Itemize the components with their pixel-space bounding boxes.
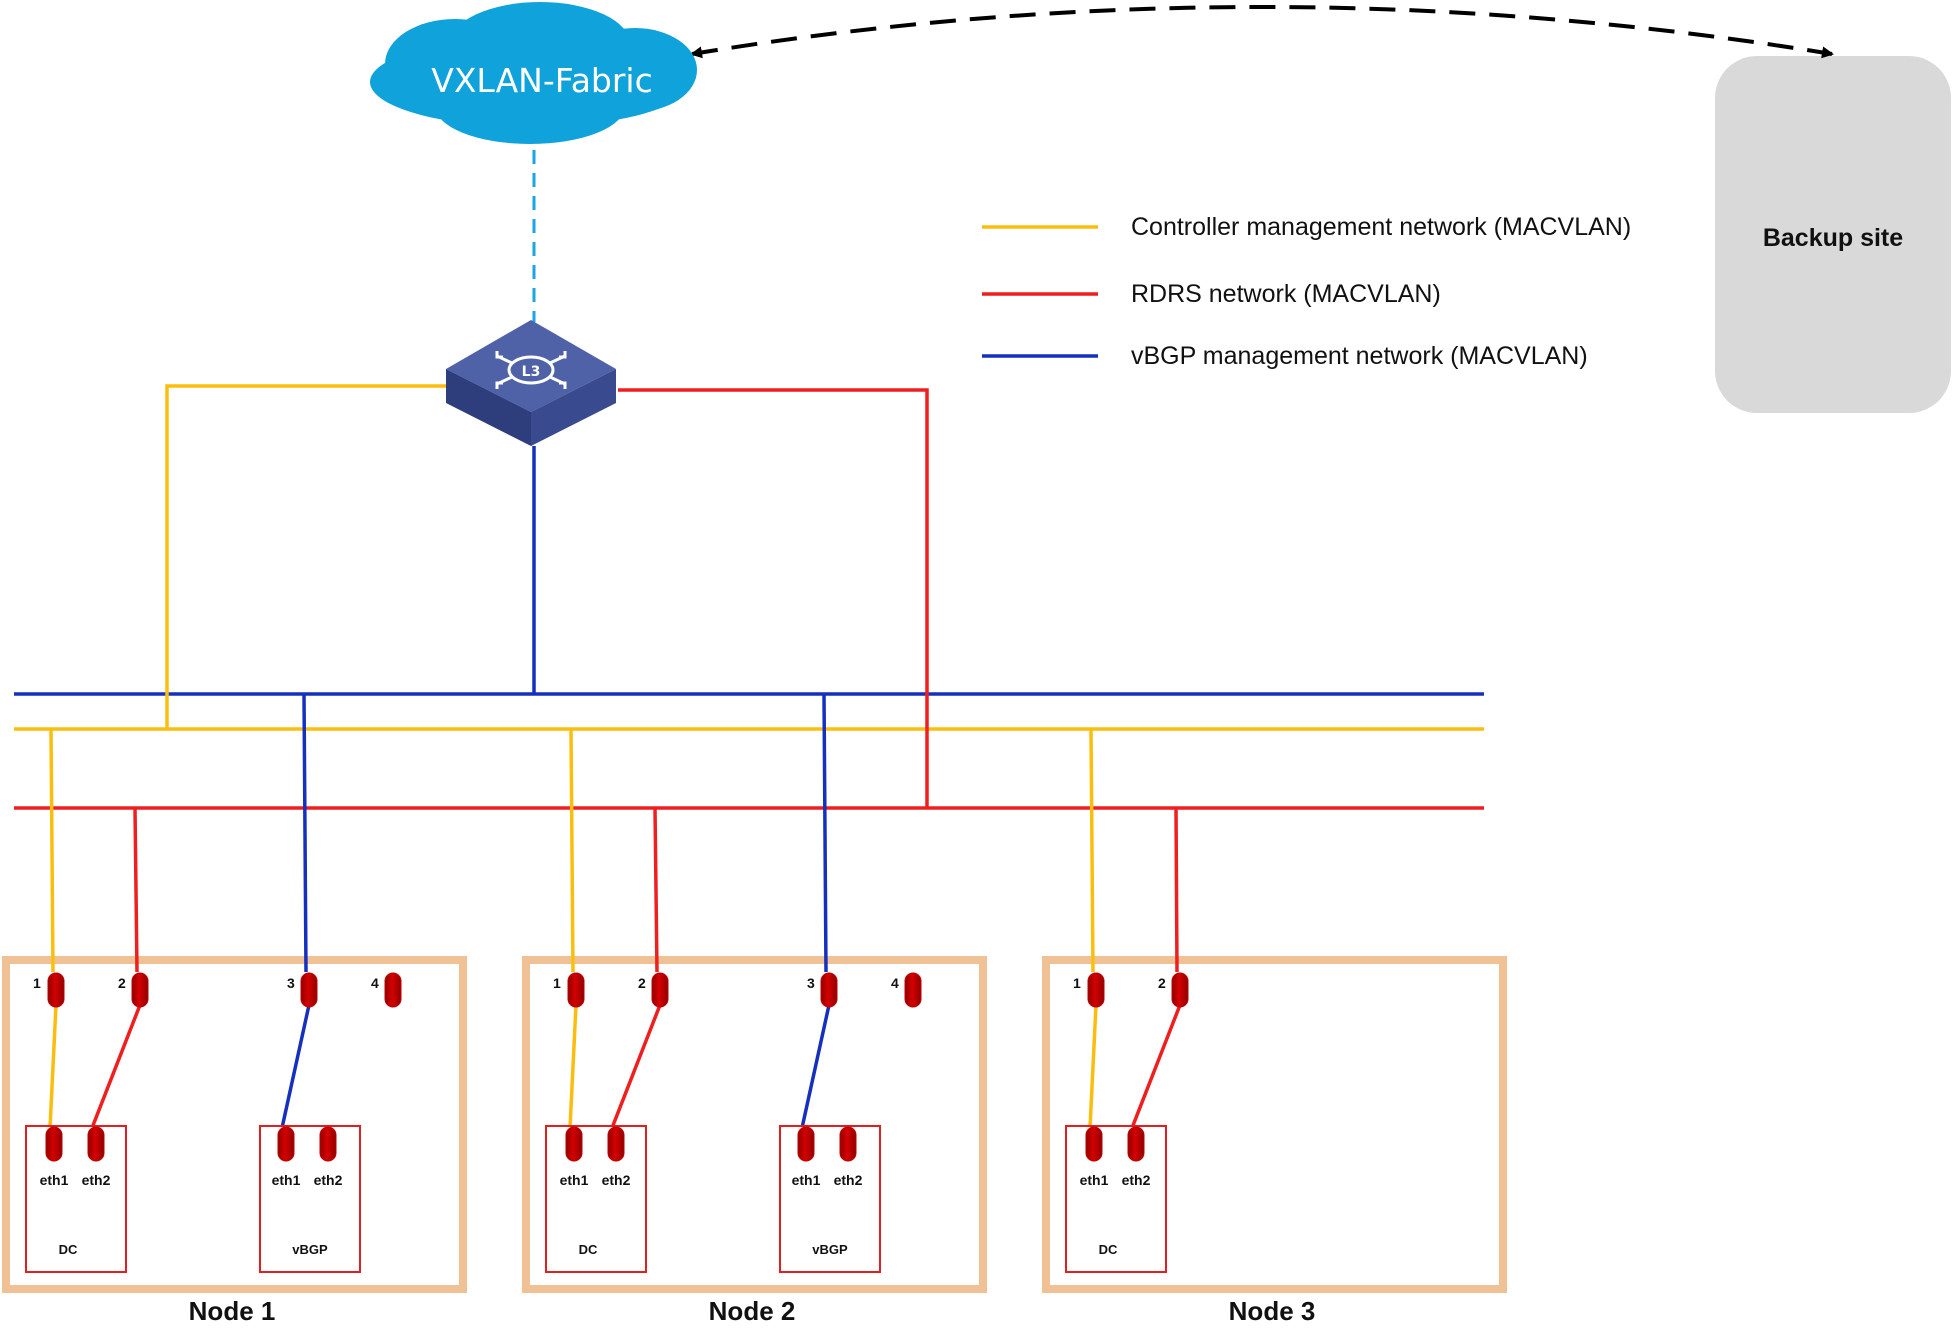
physical-port [651,972,669,1008]
eth-label: eth2 [834,1172,863,1188]
backup-site: Backup site [1715,56,1951,413]
vm-eth-port [1085,1126,1103,1162]
legend: Controller management network (MACVLAN) R… [982,213,1631,370]
vm-link [1088,1004,1098,1129]
vm-box [1065,1125,1167,1273]
vm-label: DC [59,1242,78,1257]
vm-box [779,1125,881,1273]
l3-switch-icon: L3 [495,351,567,389]
eth-label: eth1 [560,1172,589,1188]
port-number: 4 [371,975,379,991]
eth-label: eth1 [272,1172,301,1188]
node-title: Node 1 [189,1296,276,1326]
vm-box [259,1125,361,1273]
port-number: 3 [287,975,295,991]
node-title: Node 2 [709,1296,796,1326]
vm-link [610,1004,662,1129]
link-rdrs [653,807,659,973]
backup-replication-arrow [690,5,1834,59]
physical-port [820,972,838,1008]
vm-label: vBGP [292,1242,328,1257]
port-number: 2 [638,975,646,991]
vm-link [90,1004,142,1129]
vm-eth-port [319,1126,337,1162]
link-controller [569,728,575,973]
vxlan-fabric-cloud: VXLAN-Fabric [370,2,697,144]
vm-vbgp: eth1 eth2 vBGP [259,1125,361,1273]
physical-port [300,972,318,1008]
vm-eth-port [1127,1126,1145,1162]
cloud-label: VXLAN-Fabric [431,61,653,100]
vm-eth-port [797,1126,815,1162]
network-links [14,384,1484,810]
link-vbgp [822,693,828,973]
port-number: 2 [118,975,126,991]
eth-label: eth1 [40,1172,69,1188]
port-number: 2 [1158,975,1166,991]
vm-link [1130,1004,1182,1129]
physical-port [904,972,922,1008]
vm-eth-port [87,1126,105,1162]
vm-eth-port [45,1126,63,1162]
link-controller [1089,728,1095,973]
eth-label: eth2 [314,1172,343,1188]
node-frame [2,956,467,1293]
link-rdrs [133,807,139,973]
l3-switch: L3 [446,320,616,446]
vm-box [545,1125,647,1273]
vm-label: DC [1099,1242,1118,1257]
link-controller [49,728,55,973]
physical-port [131,972,149,1008]
controller-uplink [165,384,446,729]
physical-port [1087,972,1105,1008]
link-rdrs [1174,807,1179,973]
link-vbgp [302,693,308,973]
port-number: 4 [891,975,899,991]
rdrs-uplink [618,388,929,808]
legend-label-rdrs: RDRS network (MACVLAN) [1131,280,1441,308]
eth-label: eth2 [1122,1172,1151,1188]
vm-vbgp: eth1 eth2 vBGP [779,1125,881,1273]
vm-label: DC [579,1242,598,1257]
eth-label: eth2 [602,1172,631,1188]
physical-port [384,972,402,1008]
eth-label: eth2 [82,1172,111,1188]
node-title: Node 3 [1229,1296,1316,1326]
vm-eth-port [565,1126,583,1162]
vm-box [25,1125,127,1273]
legend-label-vbgp: vBGP management network (MACVLAN) [1131,342,1588,370]
port-number: 1 [33,975,41,991]
backup-site-label: Backup site [1763,224,1903,252]
vm-link [48,1004,58,1129]
port-number: 3 [807,975,815,991]
node-frame [522,956,987,1293]
vm-link [568,1004,578,1129]
port-number: 1 [1073,975,1081,991]
vm-link [800,1004,831,1129]
svg-text:L3: L3 [522,364,541,380]
port-number: 1 [553,975,561,991]
eth-label: eth1 [1080,1172,1109,1188]
legend-label-controller: Controller management network (MACVLAN) [1131,213,1631,241]
physical-port [47,972,65,1008]
physical-port [567,972,585,1008]
vm-link [280,1004,311,1129]
vm-eth-port [607,1126,625,1162]
vm-eth-port [839,1126,857,1162]
node-frame [1042,956,1507,1293]
physical-port [1171,972,1189,1008]
vm-eth-port [277,1126,295,1162]
vm-label: vBGP [812,1242,848,1257]
eth-label: eth1 [792,1172,821,1188]
